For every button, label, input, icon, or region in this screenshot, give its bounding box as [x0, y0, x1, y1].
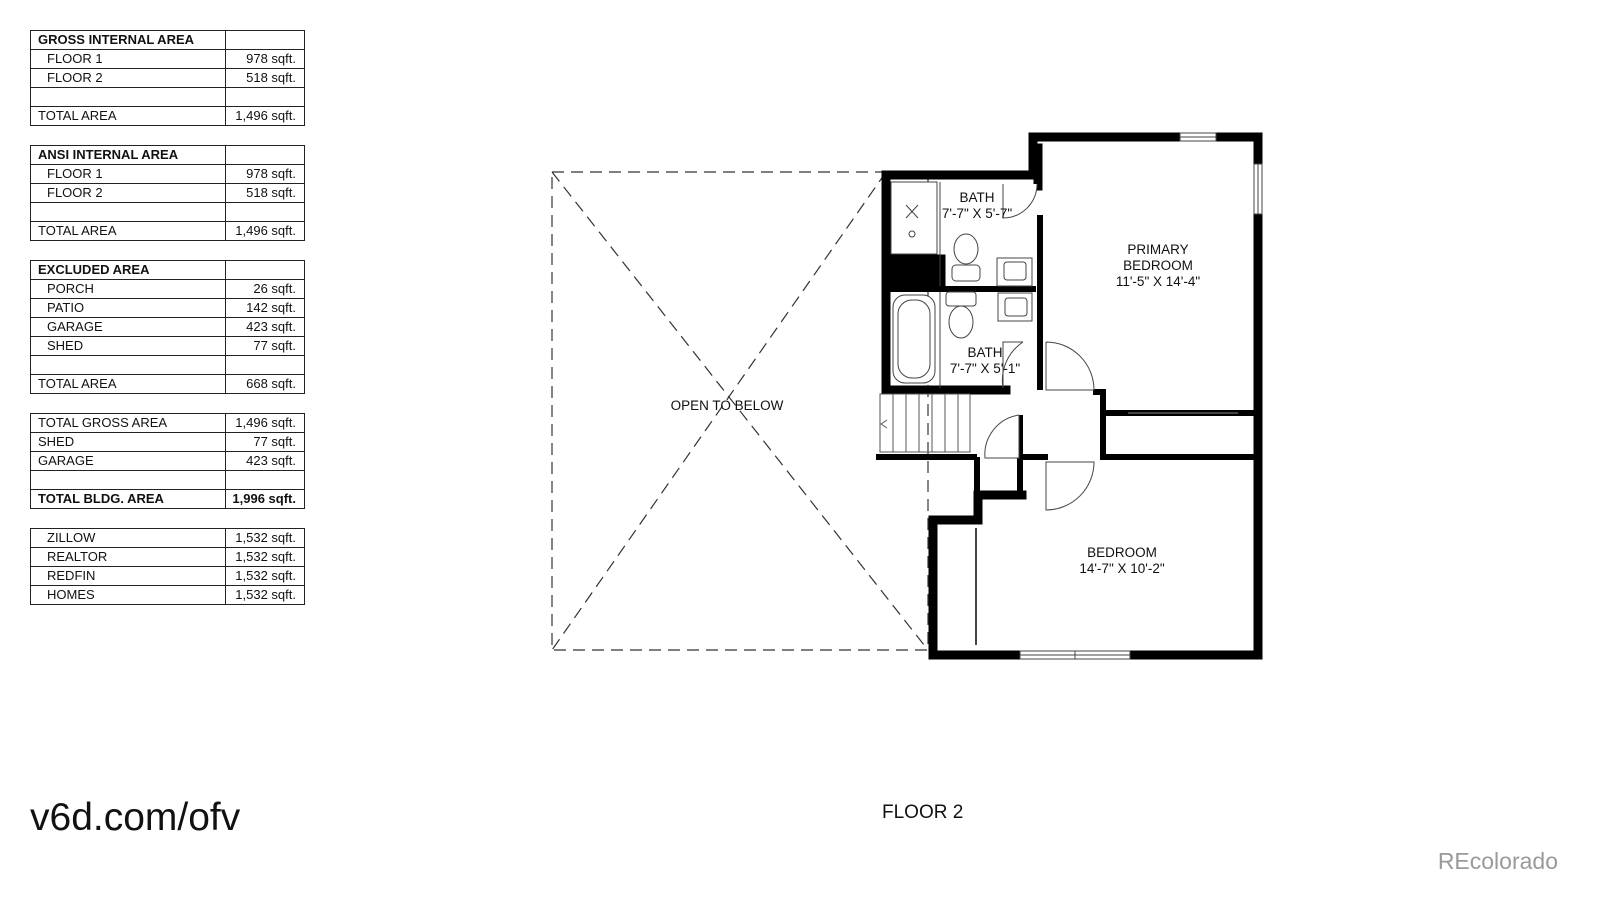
area-label: TOTAL BLDG. AREA: [30, 489, 226, 509]
outer-wall: [928, 132, 1263, 660]
area-label: TOTAL AREA: [30, 106, 226, 126]
area-label: HOMES: [30, 585, 226, 605]
area-value: 77 sqft.: [225, 336, 305, 356]
closet-block: [890, 254, 946, 287]
toilet-bowl: [953, 233, 979, 265]
website-url: v6d.com/ofv: [30, 796, 241, 839]
floor-title: FLOOR 2: [882, 802, 964, 823]
bath-fixtures: [890, 181, 1033, 388]
bath-upper-name: BATH: [959, 190, 994, 205]
area-value: 142 sqft.: [225, 298, 305, 318]
primary-bedroom-name-2: BEDROOM: [1123, 258, 1193, 273]
open-area-diagonal: [551, 171, 887, 651]
area-value: 1,496 sqft.: [225, 221, 305, 241]
shower-head: [908, 230, 916, 238]
area-label: TOTAL GROSS AREA: [30, 413, 226, 433]
room-labels: OPEN TO BELOW BATH 7'-7" X 5'-7" BATH 7'…: [671, 190, 1201, 576]
bath-upper-dims: 7'-7" X 5'-7": [942, 206, 1012, 221]
area-value: 1,996 sqft.: [225, 489, 305, 509]
toilet-tank: [951, 264, 981, 282]
area-value: 423 sqft.: [225, 451, 305, 471]
bath-lower-name: BATH: [967, 345, 1002, 360]
watermark: REcolorado: [1437, 848, 1558, 874]
area-label: ANSI INTERNAL AREA: [30, 145, 226, 165]
shower-stall: [890, 181, 938, 255]
bath-lower-dims: 7'-7" X 5'-1": [950, 361, 1020, 376]
door-bedroom: [1045, 461, 1095, 511]
door-bath-lower: [1001, 341, 1024, 389]
area-value: 518 sqft.: [225, 68, 305, 88]
primary-bedroom-name-1: PRIMARY: [1127, 242, 1188, 257]
open-area-diagonal: [551, 171, 929, 651]
stairs: [879, 393, 971, 453]
area-table-row: ANSI INTERNAL AREA: [30, 145, 305, 165]
open-to-below-label: OPEN TO BELOW: [671, 398, 784, 413]
area-table-row: [30, 202, 305, 222]
windows: [1019, 132, 1263, 660]
area-value: 26 sqft.: [225, 279, 305, 299]
bathtub-basin: [897, 299, 931, 379]
door-primary-bedroom: [1045, 341, 1095, 391]
door-bath-upper: [1002, 183, 1038, 219]
primary-bedroom-dims: 11'-5" X 14'-4": [1116, 274, 1200, 289]
area-label: TOTAL AREA: [30, 374, 226, 394]
toilet-tank: [945, 291, 977, 307]
bedroom-dims: 14'-7" X 10'-2": [1079, 561, 1164, 576]
toilet-bowl: [948, 305, 974, 339]
doors: [975, 183, 1238, 645]
sink: [1003, 261, 1027, 281]
door-hall-closet: [984, 414, 1020, 459]
sink: [1004, 297, 1028, 317]
shower-drain: [905, 204, 919, 219]
walls: [881, 132, 1263, 660]
area-value: 1,496 sqft.: [225, 106, 305, 126]
area-value: 1,532 sqft.: [225, 585, 305, 605]
area-value: 1,532 sqft.: [225, 547, 305, 567]
area-table-row: GROSS INTERNAL AREA: [30, 30, 305, 50]
bedroom-name: BEDROOM: [1087, 545, 1157, 560]
open-area-outline: [551, 171, 929, 651]
area-value: 668 sqft.: [225, 374, 305, 394]
stair-arrow: [880, 419, 888, 429]
open-to-below-area: [551, 171, 929, 651]
stair-outline: [879, 393, 971, 453]
area-label: GARAGE: [30, 317, 226, 337]
area-value: 978 sqft.: [225, 164, 305, 184]
area-label: FLOOR 1: [30, 164, 226, 184]
area-value: 1,496 sqft.: [225, 413, 305, 433]
outer-wall: [881, 132, 1038, 395]
